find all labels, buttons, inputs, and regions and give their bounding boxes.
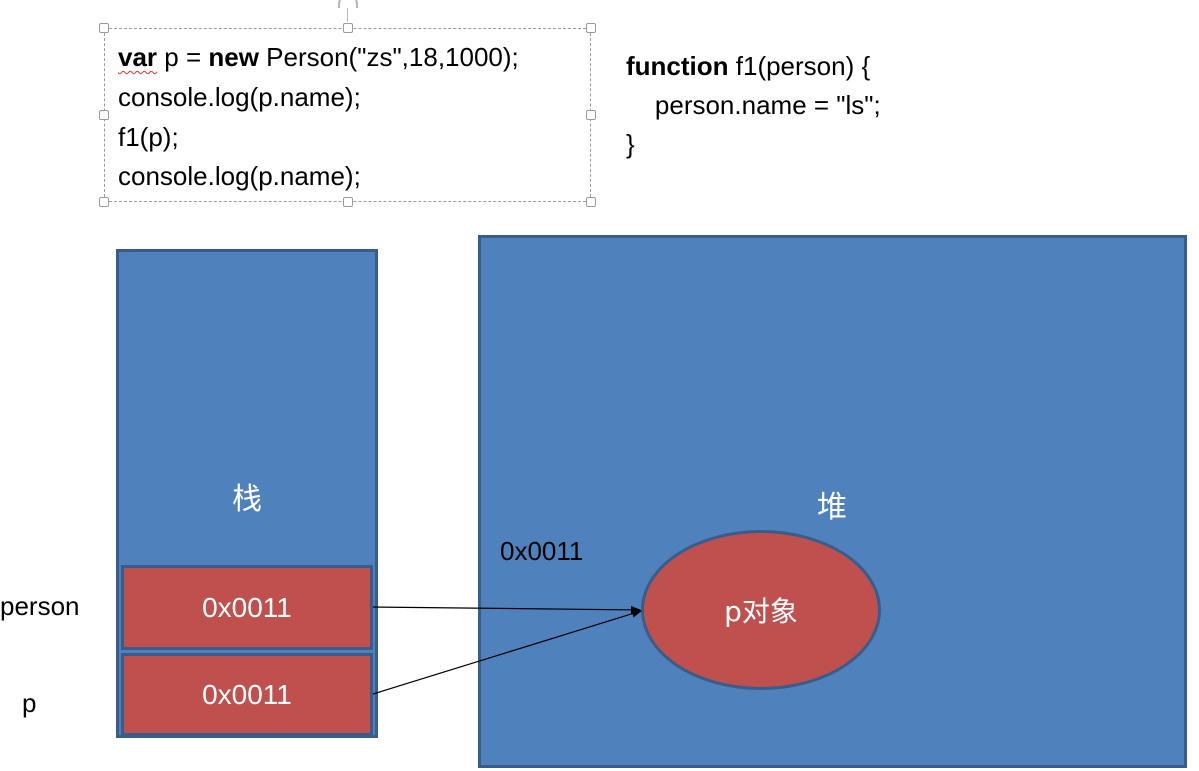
function-line-2: person.name = "ls"; (626, 90, 881, 120)
code-fragment: f1(person) { (728, 51, 871, 81)
code-textbox[interactable] (99, 23, 596, 207)
heap-object: p对象 (641, 530, 881, 690)
resize-handle-top-right[interactable] (586, 23, 596, 33)
stack-label: 栈 (232, 482, 262, 517)
rotate-handle-icon[interactable] (338, 0, 358, 8)
function-line-3: } (626, 129, 635, 159)
heap-label: 堆 (817, 490, 847, 525)
resize-handle-bottom-right[interactable] (586, 197, 596, 207)
keyword-function: function (626, 51, 729, 81)
resize-handle-top-left[interactable] (99, 23, 109, 33)
code-line-2: console.log(p.name); (118, 82, 361, 112)
resize-handle-bottom-left[interactable] (99, 197, 109, 207)
resize-handle-right[interactable] (586, 110, 596, 120)
stack-cell-person: 0x0011 (121, 565, 373, 650)
code-line-1: var p = new Person("zs",18,1000); (118, 37, 519, 77)
code-fragment: Person("zs",18,1000); (258, 42, 519, 72)
stack-cell-p: 0x0011 (121, 653, 373, 736)
code-line-4: console.log(p.name); (118, 161, 361, 191)
var-label-p: p (22, 688, 37, 718)
function-line-1: function f1(person) { (626, 46, 870, 86)
resize-handle-left[interactable] (99, 110, 109, 120)
var-label-person: person (0, 591, 80, 621)
keyword-new: new (208, 42, 259, 72)
code-fragment: p = (157, 42, 209, 72)
rotate-handle-stem (347, 8, 348, 22)
heap-address: 0x0011 (500, 536, 584, 566)
keyword-var: var (118, 42, 158, 72)
resize-handle-top[interactable] (343, 23, 353, 33)
resize-handle-bottom[interactable] (343, 197, 353, 207)
code-line-3: f1(p); (118, 122, 179, 152)
